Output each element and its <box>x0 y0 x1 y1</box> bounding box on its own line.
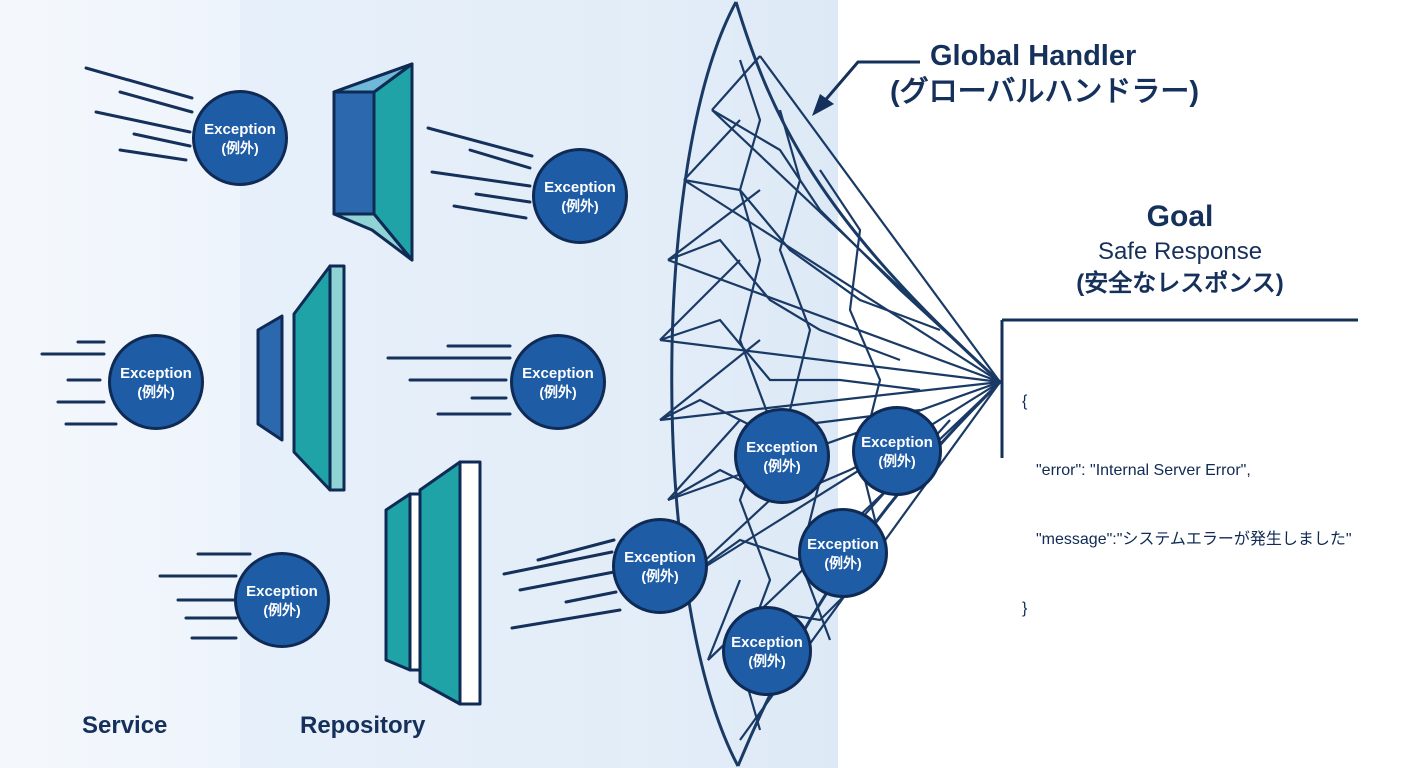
repository-wall-top <box>332 62 414 262</box>
handler-pointer-arrowhead <box>812 94 834 116</box>
exception-label: Exception <box>746 438 818 456</box>
json-error-line: "error": "Internal Server Error", <box>1036 462 1251 479</box>
exception-sublabel: (例外) <box>878 452 916 469</box>
global-handler-title-ja: (グローバルハンドラー) <box>890 76 1200 108</box>
exception-label: Exception <box>204 120 276 138</box>
exception-sublabel: (例外) <box>263 601 301 618</box>
exception-label: Exception <box>731 633 803 651</box>
exception-node: Exception (例外) <box>722 606 812 696</box>
json-message-line: "message":"システムエラーが発生しました" <box>1036 531 1352 548</box>
exception-sublabel: (例外) <box>824 554 862 571</box>
exception-label: Exception <box>246 582 318 600</box>
exception-label: Exception <box>544 178 616 196</box>
exception-sublabel: (例外) <box>641 567 679 584</box>
exception-label: Exception <box>522 364 594 382</box>
net-mesh <box>659 55 1001 741</box>
exception-node: Exception (例外) <box>510 334 606 430</box>
exception-sublabel: (例外) <box>763 457 801 474</box>
exception-node: Exception (例外) <box>798 508 888 598</box>
json-open-brace: { <box>1022 393 1028 410</box>
service-layer-label: Service <box>82 712 168 739</box>
exception-label: Exception <box>624 548 696 566</box>
response-bracket <box>1000 318 1358 458</box>
repository-wall-middle <box>256 264 346 492</box>
goal-title: Goal <box>1146 200 1214 233</box>
global-handler-title-en: Global Handler <box>930 40 1137 72</box>
exception-label: Exception <box>120 364 192 382</box>
exception-node: Exception (例外) <box>192 90 288 186</box>
goal-block: Goal Safe Response (安全なレスポンス) <box>1050 198 1310 300</box>
exception-node: Exception (例外) <box>532 148 628 244</box>
exception-sublabel: (例外) <box>561 197 599 214</box>
exception-sublabel: (例外) <box>748 652 786 669</box>
repository-wall-bottom <box>384 460 482 706</box>
exception-label: Exception <box>807 535 879 553</box>
exception-sublabel: (例外) <box>137 383 175 400</box>
exception-label: Exception <box>861 433 933 451</box>
exception-node: Exception (例外) <box>612 518 708 614</box>
global-handler-title: Global Handler (グローバルハンドラー) <box>890 38 1199 110</box>
motion-lines <box>40 66 622 640</box>
exception-node: Exception (例外) <box>852 406 942 496</box>
json-close-brace: } <box>1022 600 1028 617</box>
global-handler-net <box>670 1 1002 767</box>
exception-node: Exception (例外) <box>108 334 204 430</box>
safe-response-json: { "error": "Internal Server Error", "mes… <box>1022 344 1352 643</box>
exception-sublabel: (例外) <box>221 139 259 156</box>
handler-pointer-arrow <box>820 60 920 105</box>
exception-sublabel: (例外) <box>539 383 577 400</box>
goal-subtitle: Safe Response <box>1097 238 1263 265</box>
repository-layer-label: Repository <box>300 712 426 739</box>
goal-subtitle-ja: (安全なレスポンス) <box>1076 270 1284 297</box>
exception-node: Exception (例外) <box>734 408 830 504</box>
exception-node: Exception (例外) <box>234 552 330 648</box>
